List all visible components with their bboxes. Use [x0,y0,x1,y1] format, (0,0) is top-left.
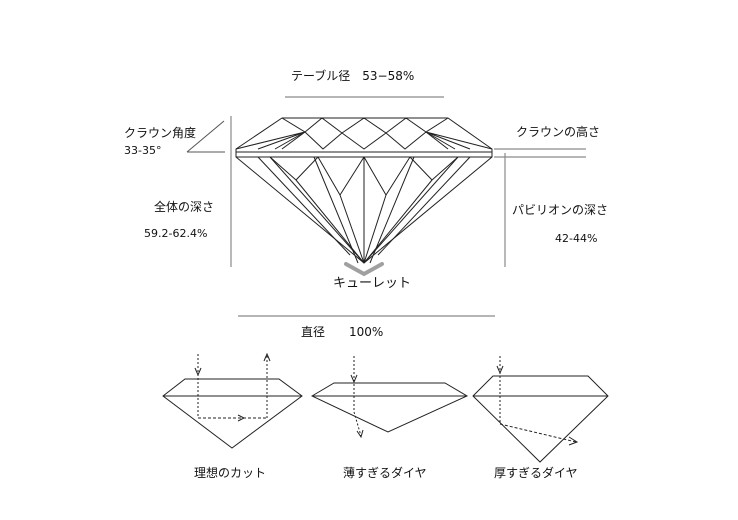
main-diamond [235,117,493,264]
total-depth-label: 全体の深さ [154,200,215,214]
table-diameter-label: テーブル径 53−58% [291,69,415,83]
ideal-cut-caption: 理想のカット [194,466,267,480]
too-thick-diamond [472,356,609,463]
ideal-cut-diamond [162,352,303,449]
too-thin-caption: 薄すぎるダイヤ [343,466,427,480]
too-thin-diamond [310,356,469,439]
culet-label: キューレット [333,276,412,291]
too-thick-caption: 厚すぎるダイヤ [494,466,578,480]
total-depth-value: 59.2-62.4% [144,227,208,240]
pavilion-depth-value: 42-44% [555,232,598,245]
pavilion-depth-label: パビリオンの深さ [512,203,609,217]
crown-angle-value: 33-35° [124,144,162,157]
crown-angle-indicator [186,120,225,153]
crown-angle-label: クラウン角度 [124,126,197,140]
diameter-label: 直径 100% [301,325,384,339]
culet-arrow-icon [344,262,384,277]
crown-height-label: クラウンの高さ [516,125,601,139]
guide-lines [230,96,586,317]
